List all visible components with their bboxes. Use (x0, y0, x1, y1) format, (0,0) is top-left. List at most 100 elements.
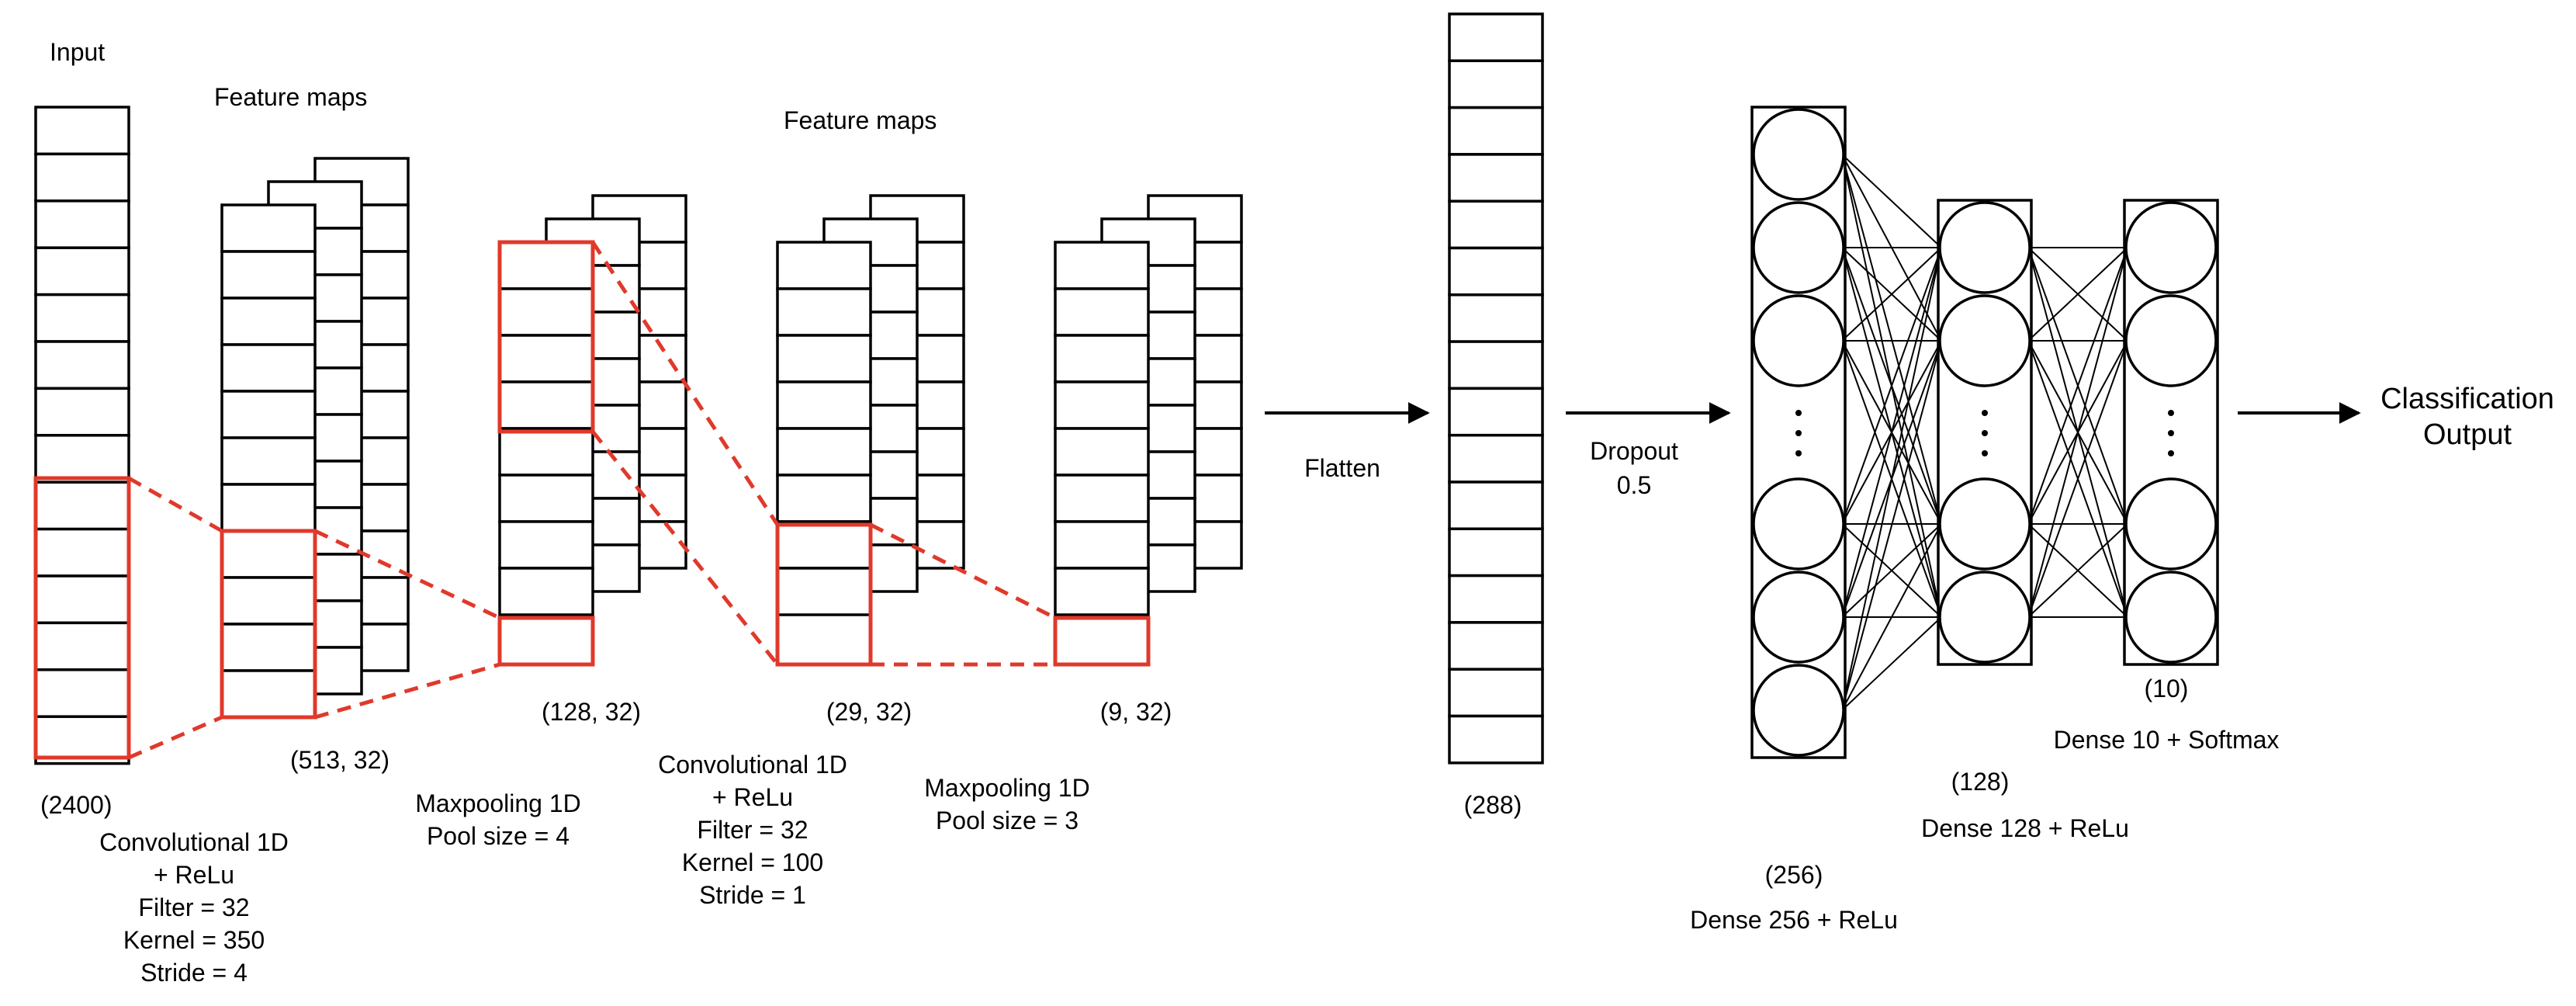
dense10-ellipsis-dot (2168, 430, 2174, 436)
dense256-to-dense128-connection (1841, 154, 1942, 248)
conv1-feature-maps-layer-cell (220, 297, 317, 346)
dense256-to-dense128-connection (1841, 523, 1942, 711)
flatten-vector-cell (1448, 153, 1544, 203)
conv2-feature-maps-layer-cell (776, 520, 872, 570)
pool2-feature-maps-layer-cell (1054, 287, 1150, 337)
input-receptive-field (33, 476, 131, 760)
dense10-ellipsis-dot (2168, 410, 2174, 416)
pool1-line-2: Pool size = 4 (427, 822, 570, 850)
dense128-to-dense10-connection (2027, 247, 2128, 342)
conv2-feature-maps-layer-cell (776, 334, 872, 383)
conv2-feature-maps-layer-cell (776, 567, 872, 616)
dense128-neuron (1938, 294, 2031, 387)
flatten-label: Flatten (1304, 454, 1380, 482)
input-vector-cell (34, 387, 130, 437)
pool2-description: Maxpooling 1D Pool size = 3 (924, 774, 1089, 834)
dense128-neuron (1938, 571, 2031, 664)
flatten-vector-cell (1448, 574, 1544, 624)
flatten-vector-cell (1448, 340, 1544, 390)
dense10-neuron (2124, 294, 2218, 387)
dense128-neuron (1938, 201, 2031, 294)
pool2-line-1: Maxpooling 1D (924, 774, 1089, 802)
conv2-line-5: Stride = 1 (699, 881, 806, 909)
pool2-feature-maps (1054, 194, 1243, 616)
dense256-neuron (1752, 108, 1845, 201)
flatten-vector-cell (1448, 199, 1544, 250)
dense256-neuron (1752, 571, 1845, 664)
input-vector-cell (34, 340, 130, 390)
conv1-feature-maps-layer-cell (220, 623, 317, 672)
conv1-feature-maps-layer (220, 203, 317, 719)
dense128-ellipsis-dot (1982, 410, 1988, 416)
dense128-to-dense10-connection (2027, 247, 2128, 525)
dense256-ellipsis-dot (1795, 450, 1802, 456)
dense256-layer (1750, 106, 1847, 759)
pool1-feature-maps-layer-cell (498, 287, 594, 337)
feature-maps-label-1: Feature maps (214, 83, 367, 111)
input-shape: (2400) (40, 791, 113, 819)
pool1-description: Maxpooling 1D Pool size = 4 (415, 789, 580, 850)
projection-pool1-conv2-top (590, 241, 780, 526)
input-vector-cell (34, 527, 130, 578)
conv2-line-3: Filter = 32 (697, 816, 808, 844)
dense10-neuron (2124, 477, 2218, 571)
flatten-vector-cell (1448, 293, 1544, 343)
dropout-line-1: Dropout (1590, 437, 1678, 465)
input-column (34, 106, 130, 765)
dense128-neuron (1938, 477, 2031, 571)
conv1-receptive-field (220, 529, 317, 720)
dense128-label: Dense 128 + ReLu (1921, 814, 2129, 842)
conv1-feature-maps-layer-cell (220, 669, 317, 719)
dense256-to-dense128-connection (1841, 154, 1942, 525)
conv2-line-4: Kernel = 100 (682, 848, 823, 876)
dropout-description: Dropout 0.5 (1590, 437, 1678, 499)
output-line-1: Classification (2380, 383, 2554, 415)
conv1-line-5: Stride = 4 (140, 959, 248, 987)
pool2-shape: (9, 32) (1100, 698, 1172, 726)
dense10-layer (2123, 199, 2219, 666)
conv1-line-4: Kernel = 350 (123, 926, 265, 954)
dense256-to-dense128-connection (1841, 247, 1942, 618)
conv2-feature-maps-layer-cell (776, 427, 872, 477)
dense10-ellipsis-dot (2168, 450, 2174, 456)
dense256-neuron (1752, 294, 1845, 387)
input-vector-cell (34, 621, 130, 671)
dense-connections (1841, 154, 2128, 711)
dense10-neuron (2124, 571, 2218, 664)
projection-input-conv1-top (127, 476, 223, 533)
flatten-shape: (288) (1464, 791, 1522, 819)
input-vector-cell (34, 293, 130, 343)
conv1-feature-maps-layer-cell (220, 203, 317, 253)
dense256-to-dense128-connection (1841, 616, 1942, 711)
projection-pool1-conv2-bottom (591, 430, 779, 666)
conv2-feature-maps-layer-cell (776, 474, 872, 523)
pool2-feature-maps-layer-cell (1054, 241, 1150, 290)
dense256-neuron (1752, 664, 1845, 757)
input-vector (34, 106, 130, 765)
output-line-2: Output (2423, 418, 2512, 451)
input-vector-cell (34, 574, 130, 625)
dense10-label: Dense 10 + Softmax (2054, 726, 2280, 754)
conv1-line-2: + ReLu (154, 861, 234, 889)
dense10-shape: (10) (2145, 675, 2189, 702)
input-vector-cell (34, 106, 130, 156)
dense256-shape: (256) (1765, 861, 1823, 889)
pool1-feature-maps-layer-cell (498, 380, 594, 430)
pool1-feature-maps-layer-cell (498, 520, 594, 570)
conv1-description: Convolutional 1D + ReLu Filter = 32 Kern… (99, 828, 289, 987)
conv1-feature-maps-layer-cell (220, 390, 317, 439)
pool1-feature-maps-layer-cell (498, 567, 594, 616)
input-vector-cell (34, 152, 130, 203)
flatten-vector-cell (1448, 433, 1544, 484)
pool1-feature-maps-layer (498, 241, 594, 616)
pool2-feature-maps-layer-cell (1054, 474, 1150, 523)
dense128-to-dense10-connection (2027, 340, 2128, 618)
conv2-line-2: + ReLu (712, 783, 793, 811)
pool1-shape: (128, 32) (542, 698, 641, 726)
pool2-feature-maps-layer-cell (1054, 567, 1150, 616)
flatten-vector-cell (1448, 527, 1544, 578)
flatten-vector-cell (1448, 480, 1544, 531)
conv2-feature-maps (776, 194, 965, 616)
pool2-feature-maps-layer-cell (1054, 380, 1150, 430)
flatten-vector-cell (1448, 387, 1544, 437)
